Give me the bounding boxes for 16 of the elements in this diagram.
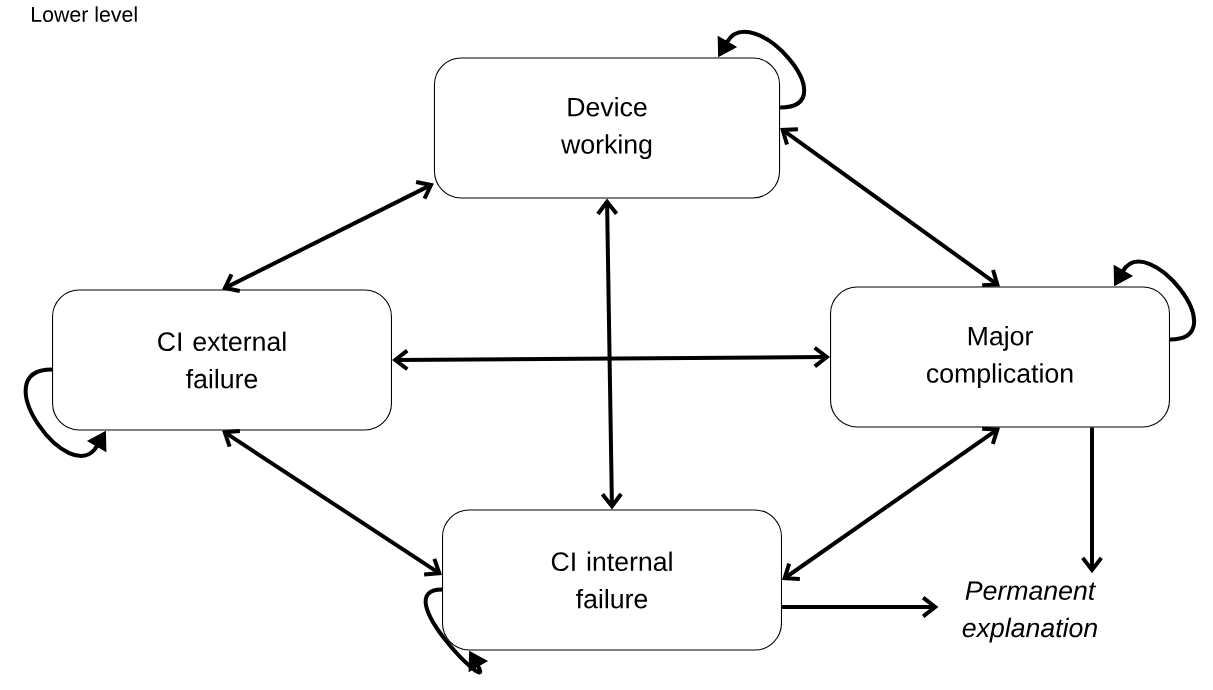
state-box: Device working bbox=[433, 57, 781, 199]
state-box: CI internal failure bbox=[442, 509, 782, 651]
heading-text: Lower level bbox=[32, 6, 137, 22]
arrow bbox=[392, 346, 830, 371]
arrow bbox=[782, 596, 939, 618]
arrow bbox=[1081, 427, 1103, 574]
outcome-text: Permanent explanation bbox=[962, 581, 1097, 643]
state-box: CI external failure bbox=[52, 289, 392, 431]
arrow bbox=[596, 198, 623, 510]
arrow bbox=[222, 180, 434, 293]
state-box: Major complication bbox=[830, 286, 1170, 428]
loop-arrow bbox=[717, 29, 807, 110]
loop-arrow bbox=[23, 367, 107, 458]
arrow bbox=[782, 426, 1000, 581]
arrow bbox=[222, 429, 442, 577]
arrow bbox=[780, 127, 1000, 288]
